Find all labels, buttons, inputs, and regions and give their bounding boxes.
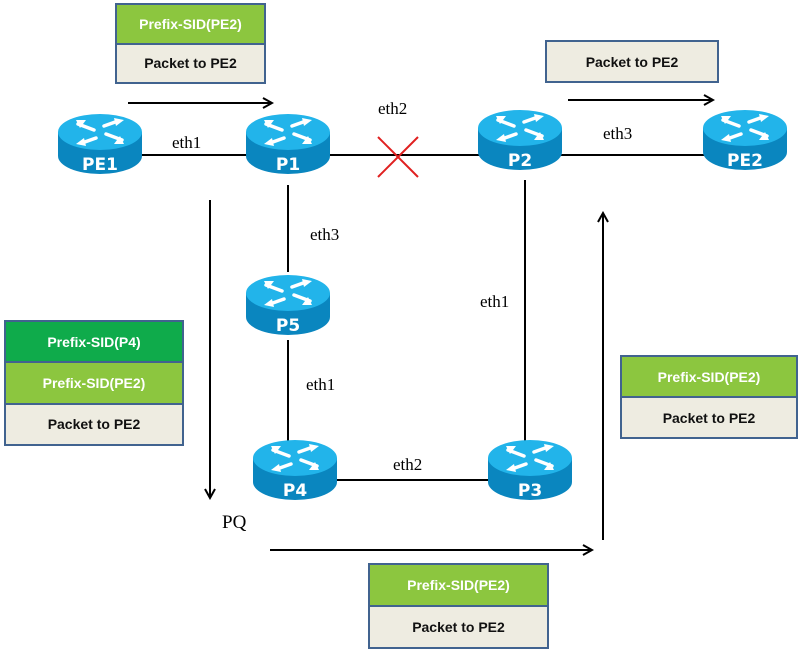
sid-prefix-pe2: Prefix-SID(PE2): [6, 361, 182, 403]
interface-label: eth2: [378, 99, 407, 118]
router-label: P2: [508, 151, 532, 171]
router-pe2[interactable]: PE2: [701, 108, 789, 172]
links: [140, 154, 705, 481]
packet-row: Packet to PE2: [547, 42, 717, 81]
packet-row: Packet to PE2: [622, 396, 796, 437]
router-p4[interactable]: P4: [251, 438, 339, 502]
interface-label: eth3: [310, 225, 339, 244]
router-p2[interactable]: P2: [476, 108, 564, 172]
packet-row: Packet to PE2: [117, 42, 264, 82]
router-p1[interactable]: P1: [244, 112, 332, 176]
interface-label: eth2: [393, 455, 422, 474]
sid-prefix-pe2: Prefix-SID(PE2): [622, 357, 796, 396]
label-stack-pe1-p1: Prefix-SID(PE2) Packet to PE2: [115, 3, 266, 84]
router-label: P4: [283, 481, 307, 501]
router-label: P3: [518, 481, 542, 501]
flow-arrows: [128, 100, 713, 550]
label-stack-p1-pq: Prefix-SID(P4) Prefix-SID(PE2) Packet to…: [4, 320, 184, 446]
router-pe1[interactable]: PE1: [56, 112, 144, 176]
router-p5[interactable]: P5: [244, 273, 332, 337]
router-p3[interactable]: P3: [486, 438, 574, 502]
label-stack-p2-pe2: Packet to PE2: [545, 40, 719, 83]
router-label: PE2: [727, 151, 763, 171]
interface-label: eth1: [306, 375, 335, 394]
packet-row: Packet to PE2: [370, 605, 547, 647]
router-label: P1: [276, 155, 300, 175]
packet-row: Packet to PE2: [6, 402, 182, 444]
router-label: PE1: [82, 155, 118, 175]
interface-label: eth1: [480, 292, 509, 311]
interface-label: eth1: [172, 133, 201, 152]
sid-prefix-pe2: Prefix-SID(PE2): [117, 5, 264, 43]
link-failure-x-icon: [377, 136, 419, 178]
sid-prefix-p4: Prefix-SID(P4): [6, 322, 182, 362]
sid-prefix-pe2: Prefix-SID(PE2): [370, 565, 547, 605]
pq-label: PQ: [222, 512, 247, 533]
router-label: P5: [276, 316, 300, 336]
label-stack-p3-p2: Prefix-SID(PE2) Packet to PE2: [620, 355, 798, 439]
label-stack-p4-p3: Prefix-SID(PE2) Packet to PE2: [368, 563, 549, 649]
interface-label: eth3: [603, 124, 632, 143]
